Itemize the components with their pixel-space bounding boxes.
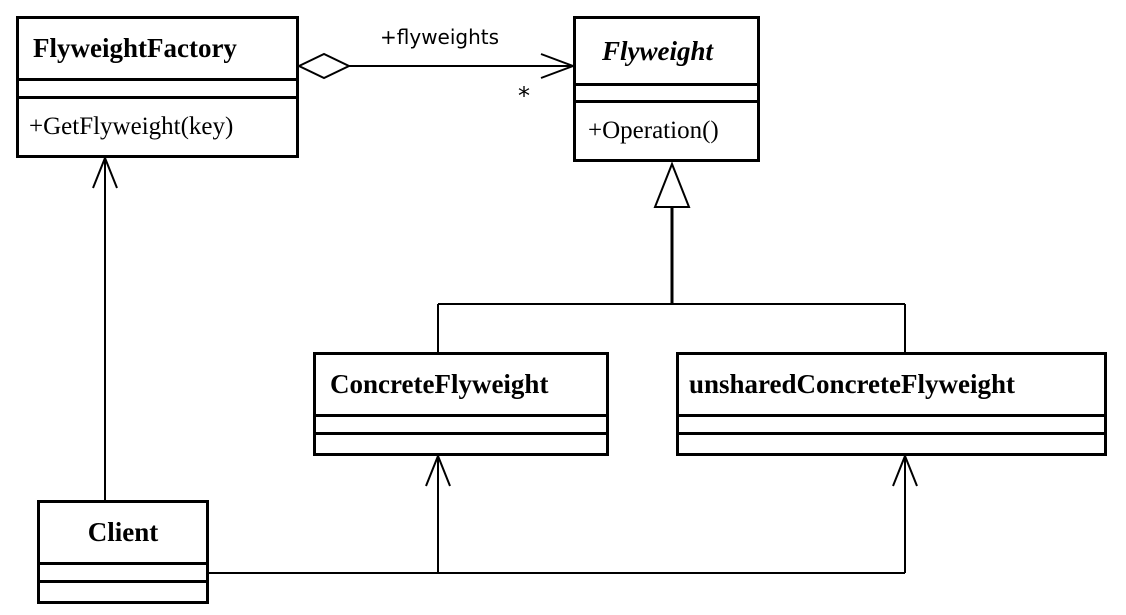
attributes-compartment bbox=[40, 565, 206, 583]
aggregation-flyweights bbox=[296, 52, 576, 80]
class-name: unsharedConcreteFlyweight bbox=[679, 355, 1104, 417]
inheritance-triangle bbox=[653, 161, 691, 208]
role-label-flyweights: +flyweights bbox=[380, 25, 500, 49]
operations-compartment bbox=[316, 435, 606, 453]
attributes-compartment bbox=[576, 86, 757, 103]
attributes-compartment bbox=[19, 81, 296, 99]
multiplicity-label: * bbox=[518, 82, 530, 110]
class-name: FlyweightFactory bbox=[19, 19, 296, 81]
operation-get-flyweight: +GetFlyweight(key) bbox=[29, 113, 234, 140]
class-name: Flyweight bbox=[576, 19, 757, 86]
dependency-client-flyweights bbox=[209, 453, 918, 574]
class-concrete-flyweight[interactable]: ConcreteFlyweight bbox=[313, 352, 609, 456]
class-client[interactable]: Client bbox=[37, 500, 209, 604]
dependency-client-factory bbox=[92, 155, 118, 500]
class-name: Client bbox=[40, 503, 206, 565]
attributes-compartment bbox=[316, 417, 606, 435]
class-unshared-concrete-flyweight[interactable]: unsharedConcreteFlyweight bbox=[676, 352, 1107, 456]
open-arrowhead bbox=[425, 453, 451, 487]
aggregation-diamond bbox=[296, 52, 352, 80]
operation-operation: +Operation() bbox=[588, 117, 719, 144]
generalization bbox=[437, 161, 906, 352]
operations-compartment bbox=[679, 435, 1104, 453]
class-flyweight-factory[interactable]: FlyweightFactory +GetFlyweight(key) bbox=[16, 16, 299, 158]
open-arrowhead bbox=[92, 155, 118, 189]
open-arrowhead bbox=[892, 453, 918, 487]
class-flyweight[interactable]: Flyweight +Operation() bbox=[573, 16, 760, 162]
class-name: ConcreteFlyweight bbox=[316, 355, 606, 417]
attributes-compartment bbox=[679, 417, 1104, 435]
operations-compartment bbox=[40, 583, 206, 601]
